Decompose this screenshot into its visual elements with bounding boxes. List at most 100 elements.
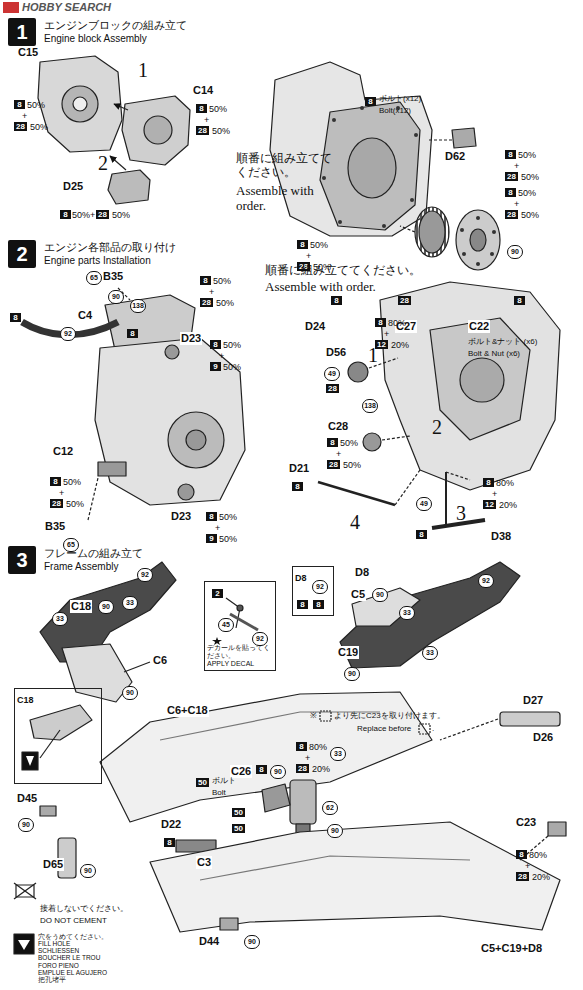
paint-code-circle: 92 [252, 632, 268, 646]
paint-code: 28 [96, 210, 109, 219]
part-label: C6 [152, 654, 168, 667]
paint-code-circle: 90 [122, 686, 138, 700]
paint-code: 8 [296, 742, 307, 751]
paint-code: 8 [327, 438, 338, 447]
paint-code-circle: 92 [60, 327, 76, 341]
node-text: D8 [293, 572, 309, 584]
paint-code: 28 [398, 296, 411, 305]
mix-ratio: + [305, 753, 310, 763]
node-text: エンジンブロックの組み立て [44, 18, 187, 32]
decal-inset: デカールを貼ってください。APPLY DECAL [204, 581, 276, 671]
note-text: Bolt & Nut (x6) [468, 349, 520, 358]
paint-code: 28 [50, 499, 63, 508]
part-label: C3 [196, 856, 212, 869]
paint-code-circle: 90 [507, 245, 523, 259]
part-label: B35 [102, 270, 124, 283]
paint-code: 9 [206, 534, 217, 543]
note-text: Bolt [212, 788, 226, 797]
step-header: 3フレームの組み立てFrame Assembly [8, 546, 143, 574]
paint-code: 8 [206, 512, 217, 521]
mix-ratio: + [336, 449, 341, 459]
paint-code-circle: 138 [362, 399, 378, 413]
node-text: 把孔堵平 [38, 976, 108, 983]
mix-ratio: + [59, 488, 64, 498]
part-label: D62 [444, 150, 466, 163]
mix-ratio: + [525, 861, 530, 871]
note-text: Assemble with order. [236, 184, 331, 214]
paint-code: 28 [200, 298, 213, 307]
paint-code: 8 [514, 296, 525, 305]
order-number: 1 [368, 345, 378, 365]
mix-ratio: + [204, 115, 209, 125]
detail-inset: C18 [14, 688, 102, 784]
mix-ratio: 80% [388, 318, 406, 328]
paint-code: 9 [210, 362, 221, 371]
mix-ratio: + [209, 287, 214, 297]
order-number: 2 [98, 153, 108, 173]
mix-ratio: 50% [223, 340, 241, 350]
node-text: BOUCHER LE TROU [38, 954, 108, 961]
mix-ratio: 50% [518, 150, 536, 160]
mix-ratio: 50% [219, 534, 237, 544]
mix-ratio: 50% [30, 122, 48, 132]
paint-code-circle: 92 [137, 568, 153, 582]
paint-code: 50 [232, 824, 245, 833]
detail-inset: D8 [292, 566, 334, 616]
note-text: より先にC23を取り付けます。 [334, 711, 445, 720]
mix-ratio: 20% [532, 872, 550, 882]
part-label: C18 [70, 600, 92, 613]
paint-code: 8 [196, 104, 207, 113]
part-label: D38 [490, 530, 512, 543]
paint-code: 2 [212, 589, 223, 598]
paint-code: 28 [14, 122, 27, 131]
part-label: C14 [192, 84, 214, 97]
mix-ratio: 50%+ [72, 210, 95, 220]
note-text: ※ [310, 711, 317, 720]
mix-ratio: + [514, 161, 519, 171]
paint-code-circle: 90 [344, 667, 360, 681]
step-number: 2 [8, 240, 36, 268]
part-label: C5+C19+D8 [480, 942, 543, 955]
mix-ratio: 50% [209, 104, 227, 114]
paint-code-circle: 92 [478, 574, 494, 588]
mix-ratio: + [514, 199, 519, 209]
part-label: D8 [354, 566, 370, 579]
paint-code: 8 [210, 340, 221, 349]
node-text: APPLY DECAL [207, 660, 273, 668]
node-text: エンジン各部品の取り付け [44, 240, 176, 254]
paint-code: 28 [196, 126, 209, 135]
node-text: フレームの組み立て [44, 546, 143, 560]
mix-ratio: + [492, 489, 497, 499]
step-number: 3 [8, 546, 36, 574]
paint-code: 12 [483, 500, 496, 509]
part-label: D45 [16, 792, 38, 805]
node-text: Engine parts Installation [44, 255, 176, 267]
part-label: D23 [170, 510, 192, 523]
note-text: ボルト(x12) [379, 94, 421, 103]
paint-code: 8 [10, 313, 21, 322]
node-text: デカールを貼ってください。 [207, 644, 273, 660]
note-text: . [432, 724, 434, 733]
mix-ratio: 50% [212, 126, 230, 136]
note-text: 接着しないでください。 [40, 904, 128, 913]
note-text: ボルト&ナット (x6) [468, 337, 537, 346]
paint-code: 8 [416, 530, 427, 539]
paint-code-circle: 90 [108, 290, 124, 304]
note-text: DO NOT CEMENT [40, 916, 107, 925]
paint-code: 8 [127, 329, 138, 338]
paint-code: 50 [196, 778, 209, 787]
node-text: FILL HOLE [38, 940, 108, 947]
paint-code-circle: 33 [422, 646, 438, 660]
paint-code: 28 [505, 172, 518, 181]
node-text: 穴をうめてください。 [38, 933, 108, 940]
part-label: D44 [198, 935, 220, 948]
paint-code: 8 [516, 850, 527, 859]
mix-ratio: 80% [309, 742, 327, 752]
step-header: 1エンジンブロックの組み立てEngine block Assembly [8, 18, 187, 46]
paint-code-circle: 92 [312, 580, 328, 594]
part-label: D23 [180, 332, 202, 345]
paint-code-circle: 90 [327, 824, 343, 838]
paint-code-circle: 33 [122, 596, 138, 610]
paint-code: 28 [516, 872, 529, 881]
part-label: C15 [17, 46, 39, 59]
